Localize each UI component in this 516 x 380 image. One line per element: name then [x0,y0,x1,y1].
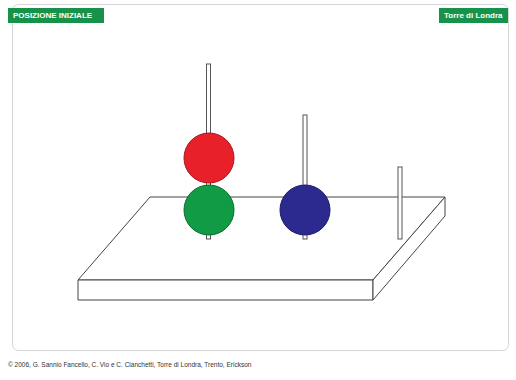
title-tag: Torre di Londra [439,8,508,23]
copyright-caption: © 2006, G. Sannio Fancello, C. Vio e C. … [8,361,251,368]
title-tag: POSIZIONE INIZIALE [8,8,104,23]
tag-text: Torre di Londra [444,11,503,20]
tag-text: POSIZIONE INIZIALE [13,11,92,20]
